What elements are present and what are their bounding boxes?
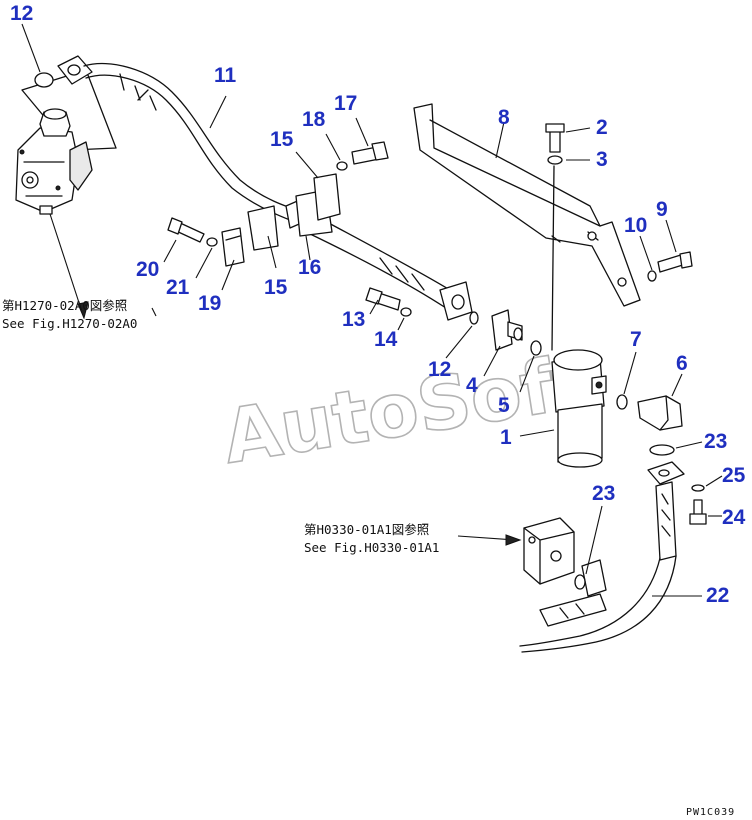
- bolt-part-24: [689, 499, 707, 525]
- bolt-part-17: [351, 141, 389, 165]
- callout-25: 25: [722, 464, 746, 487]
- ref-note-h1270-en: See Fig.H1270-02A0: [2, 316, 137, 331]
- o-ring-part-23: [649, 444, 675, 456]
- watermark: AutoSoft: [217, 338, 594, 480]
- callout-19: 19: [198, 292, 221, 315]
- callout-4: 4: [466, 374, 478, 397]
- washer-part-21: [206, 237, 218, 247]
- reference-notes: 第H1270-02A0図参照 See Fig.H1270-02A0 第H0330…: [2, 298, 439, 555]
- elbow-part-6: [637, 395, 683, 431]
- callout-20: 20: [136, 258, 159, 281]
- callout-3: 3: [596, 148, 608, 171]
- callout-8: 8: [498, 106, 510, 129]
- callout-15: 15: [264, 276, 288, 299]
- callout-14: 14: [374, 328, 398, 351]
- bracket-part-8: [413, 103, 641, 307]
- bracket-part-19: [221, 227, 245, 267]
- callout-6: 6: [676, 352, 688, 375]
- ref-note-h0330-en: See Fig.H0330-01A1: [304, 540, 439, 555]
- hose-part-22: [519, 461, 685, 653]
- callout-15: 15: [270, 128, 294, 151]
- washer-part-3: [547, 155, 563, 165]
- clamp-part-16: [295, 173, 341, 237]
- valve-block: [523, 517, 575, 585]
- callout-1: 1: [500, 426, 512, 449]
- bolt-part-20: [167, 217, 205, 243]
- filter-part-1: [551, 349, 607, 468]
- washer-part-25: [691, 484, 705, 492]
- washer-part-14: [400, 307, 412, 317]
- bolt-part-9: [657, 251, 693, 273]
- callout-23: 23: [704, 430, 727, 453]
- callout-13: 13: [342, 308, 365, 331]
- callout-numbers: 12 11 18 17 15 15 16 8 2 3 10 9 20 21 19…: [10, 2, 746, 607]
- leader-lines: [151, 95, 723, 597]
- bolt-part-2: [545, 123, 565, 153]
- bracket-part-15: [247, 205, 279, 251]
- callout-12: 12: [10, 2, 33, 25]
- o-ring-part-12: [469, 311, 479, 325]
- o-ring-part-5: [530, 340, 542, 356]
- washer-part-18: [336, 161, 348, 171]
- callout-18: 18: [302, 108, 326, 131]
- callout-24: 24: [722, 506, 746, 529]
- callout-11: 11: [214, 64, 237, 87]
- callout-23: 23: [592, 482, 615, 505]
- pump-assembly: [15, 69, 117, 320]
- ref-note-h0330-jp: 第H0330-01A1図参照: [304, 522, 429, 537]
- callout-9: 9: [656, 198, 668, 221]
- callout-10: 10: [624, 214, 647, 237]
- drawing-code: PW1C039: [686, 807, 735, 818]
- ref-note-h1270-jp: 第H1270-02A0図参照: [2, 298, 127, 313]
- callout-16: 16: [298, 256, 321, 279]
- callout-2: 2: [596, 116, 608, 139]
- o-ring-part-7: [616, 394, 628, 410]
- callout-5: 5: [498, 394, 510, 417]
- bolt-part-13: [365, 287, 401, 311]
- callout-12: 12: [428, 358, 451, 381]
- callout-7: 7: [630, 328, 642, 351]
- callout-21: 21: [166, 276, 190, 299]
- adapter-part-4: [491, 309, 523, 351]
- gasket-part-12: [34, 72, 54, 88]
- washer-part-10: [647, 270, 657, 282]
- o-ring-part-23b: [574, 574, 586, 590]
- callout-17: 17: [334, 92, 357, 115]
- callout-22: 22: [706, 584, 729, 607]
